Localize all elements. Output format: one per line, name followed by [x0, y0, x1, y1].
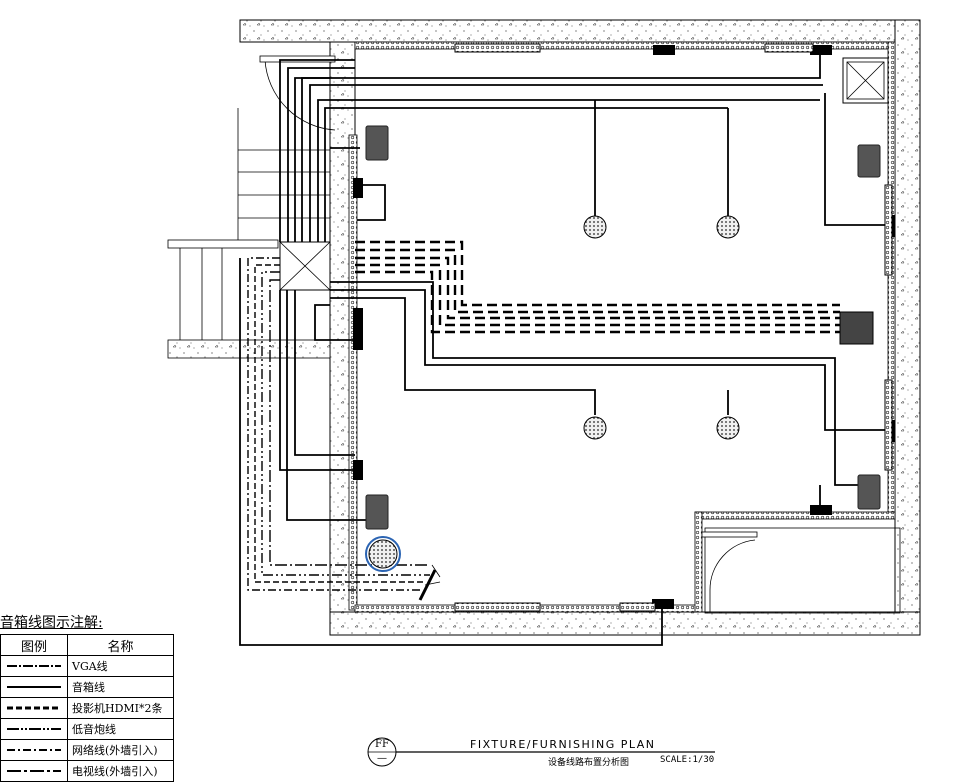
legend-name: 投影机HDMI*2条	[67, 697, 174, 719]
drawing-title-cn: 设备线路布置分析图	[548, 758, 630, 768]
drawing-symbol-top: FF	[375, 739, 389, 750]
subwoofer	[365, 536, 401, 572]
legend-name: 网络线(外墙引入)	[67, 739, 174, 761]
legend-row: VGA线	[0, 655, 174, 677]
vga-line-symbol	[7, 665, 61, 667]
drawing-symbol-bottom: —	[377, 753, 387, 764]
junction-box	[279, 241, 331, 291]
legend-header-name: 名称	[67, 634, 174, 656]
drawing-scale: SCALE:1/30	[660, 755, 715, 765]
vent-box-top-right	[842, 57, 889, 104]
legend-name: 低音炮线	[67, 718, 174, 740]
legend-name: VGA线	[67, 655, 174, 677]
hdmi-cables	[355, 240, 840, 334]
title-block-graphic	[367, 737, 715, 767]
subwoofer-line-symbol	[7, 728, 61, 730]
staircase	[167, 55, 336, 359]
legend-row: 低音炮线	[0, 718, 174, 740]
legend-title: 音箱线图示注解:	[0, 615, 103, 631]
legend-row: 音箱线	[0, 676, 174, 698]
drawing-title-en: FIXTURE/FURNISHING PLAN	[470, 738, 656, 751]
doors	[418, 531, 758, 612]
legend-row: 投影机HDMI*2条	[0, 697, 174, 719]
speaker-cables	[279, 52, 888, 521]
legend-header-symbol: 图例	[0, 634, 68, 656]
signal-cables	[239, 257, 663, 646]
wall-speakers	[365, 125, 881, 530]
projector	[839, 311, 874, 345]
network-line-symbol	[7, 749, 61, 751]
hdmi-line-symbol	[7, 706, 61, 710]
legend-name: 电视线(外墙引入)	[67, 760, 174, 782]
outlets	[353, 45, 895, 609]
legend-name: 音箱线	[67, 676, 174, 698]
ceiling-speaker-4	[716, 416, 740, 440]
speaker-line-symbol	[7, 686, 61, 688]
legend-row: 网络线(外墙引入)	[0, 739, 174, 761]
legend-table: 图例 名称 VGA线 音箱线 投影机HDMI*2条 低音炮线 网络线(外墙引入)…	[0, 634, 174, 782]
inner-walls	[348, 41, 901, 614]
windows	[454, 43, 893, 612]
ceiling-speaker-1	[583, 215, 607, 239]
ceiling-speaker-3	[583, 416, 607, 440]
ceiling-speaker-2	[716, 215, 740, 239]
outer-walls	[239, 19, 921, 636]
legend-row: 电视线(外墙引入)	[0, 760, 174, 782]
tv-line-symbol	[7, 770, 61, 772]
